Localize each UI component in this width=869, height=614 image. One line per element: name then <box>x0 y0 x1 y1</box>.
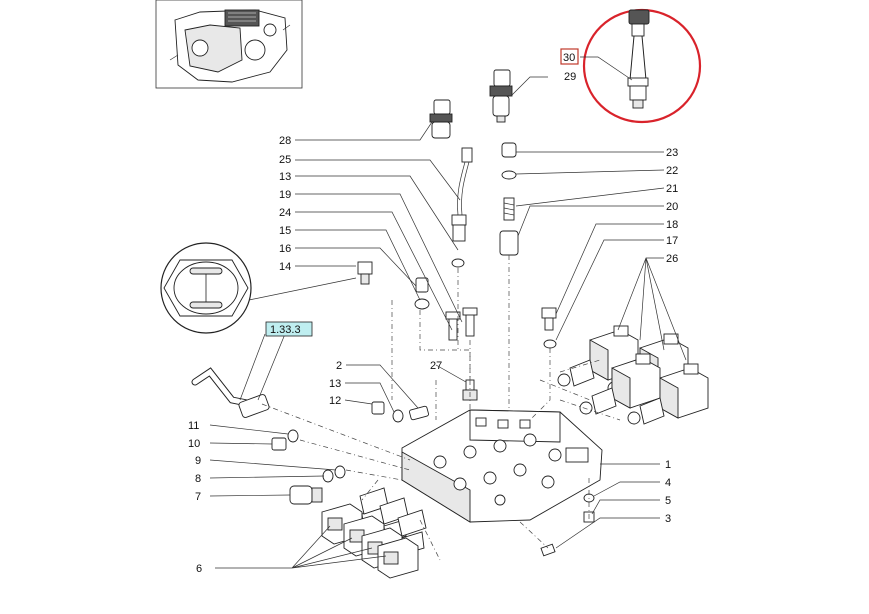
callout-28[interactable]: 28 <box>279 135 291 147</box>
part-18-bolt <box>541 307 557 349</box>
part-28-sensor <box>429 99 453 139</box>
reference-label: 1.33.3 <box>270 324 301 336</box>
highlight-part-30 <box>582 8 702 124</box>
callout-20[interactable]: 20 <box>666 201 678 213</box>
callout-1[interactable]: 1 <box>665 459 671 471</box>
callout-15[interactable]: 15 <box>279 225 291 237</box>
callout-5[interactable]: 5 <box>665 495 671 507</box>
callout-23[interactable]: 23 <box>666 147 678 159</box>
part-25-cable-sensor <box>451 147 473 268</box>
part-2-plug <box>409 405 429 421</box>
callout-6[interactable]: 6 <box>196 563 202 575</box>
part-10-plug <box>271 437 287 451</box>
part-12-plug <box>371 401 385 415</box>
part-13-oring <box>392 409 404 423</box>
callout-17[interactable]: 17 <box>666 235 678 247</box>
part-7-plug <box>289 485 323 505</box>
callout-labels: 30 29 28 25 13 19 24 15 16 14 23 22 21 2… <box>188 52 678 575</box>
callout-2[interactable]: 2 <box>336 360 342 372</box>
callout-22[interactable]: 22 <box>666 165 678 177</box>
callout-27[interactable]: 27 <box>430 360 442 372</box>
part-stack-20-23 <box>499 142 519 256</box>
part-16-plug <box>414 277 430 310</box>
callout-3[interactable]: 3 <box>665 513 671 525</box>
callout-19[interactable]: 19 <box>279 189 291 201</box>
pipe-assembly <box>191 367 270 418</box>
part-8-oring <box>322 469 334 483</box>
callout-10[interactable]: 10 <box>188 438 200 450</box>
callout-24[interactable]: 24 <box>279 207 291 219</box>
leader-lines <box>209 56 687 569</box>
callout-18[interactable]: 18 <box>666 219 678 231</box>
location-thumbnail <box>155 0 303 89</box>
callout-16[interactable]: 16 <box>279 243 291 255</box>
callout-13b[interactable]: 13 <box>329 378 341 390</box>
part-26-solenoid-cluster <box>557 325 709 425</box>
part-6-solenoid-cluster <box>321 487 427 579</box>
callout-12[interactable]: 12 <box>329 395 341 407</box>
callout-13a[interactable]: 13 <box>279 171 291 183</box>
callout-26[interactable]: 26 <box>666 253 678 265</box>
part-14-plug <box>160 242 373 334</box>
part-3-screw <box>540 543 556 557</box>
callout-21[interactable]: 21 <box>666 183 678 195</box>
part-15-bolts <box>445 307 478 341</box>
part-9-oring <box>334 465 346 479</box>
reference-box[interactable]: 1.33.3 <box>265 321 313 337</box>
callout-30[interactable]: 30 <box>563 52 575 64</box>
callout-7[interactable]: 7 <box>195 491 201 503</box>
callout-14[interactable]: 14 <box>279 261 291 273</box>
assembly-lines <box>261 255 621 561</box>
callout-4[interactable]: 4 <box>665 477 671 489</box>
callout-11[interactable]: 11 <box>188 420 199 432</box>
part-11-oring <box>287 429 299 443</box>
callout-25[interactable]: 25 <box>279 154 291 166</box>
callout-8[interactable]: 8 <box>195 473 201 485</box>
callout-29[interactable]: 29 <box>564 71 576 83</box>
callout-9[interactable]: 9 <box>195 455 201 467</box>
part-29-sensor <box>489 69 513 123</box>
part-1-valve-block <box>401 409 603 523</box>
callout-30-box <box>560 48 579 65</box>
